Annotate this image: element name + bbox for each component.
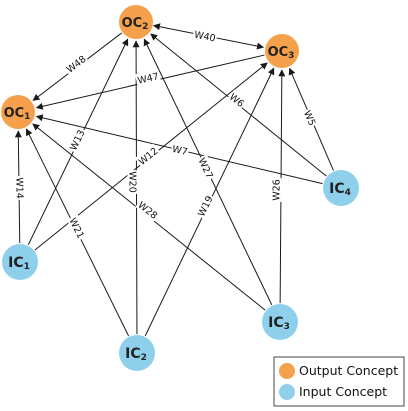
node-label: OC2 bbox=[122, 16, 149, 32]
edge-label-bg bbox=[170, 141, 190, 158]
edge-weight-w26: W26 bbox=[269, 178, 283, 202]
legend: Output Concept Input Concept bbox=[273, 356, 405, 407]
edge-label-bg bbox=[192, 27, 218, 44]
edge-weight-w28: W28 bbox=[135, 197, 162, 222]
edge-label-bg bbox=[127, 170, 140, 194]
node-ic4: IC4 bbox=[323, 170, 359, 206]
edge-weight-w40: W40 bbox=[192, 27, 218, 44]
edge-label-bg bbox=[301, 107, 320, 129]
edge-label-bg bbox=[269, 178, 282, 202]
edge-weight-w13: W13 bbox=[65, 126, 88, 154]
node-label: OC1 bbox=[4, 106, 31, 122]
edge-label-bg bbox=[135, 197, 162, 222]
edge-weight-w14: W14 bbox=[13, 176, 27, 200]
legend-output-swatch bbox=[279, 363, 295, 379]
edge-label-text: W21 bbox=[66, 216, 85, 240]
edge-weight-w5: W5 bbox=[301, 107, 320, 129]
edge-label-text: W47 bbox=[137, 71, 160, 87]
edge-weight-w12: W12 bbox=[134, 143, 161, 168]
node-label: IC4 bbox=[329, 181, 351, 198]
edge-label-text: W40 bbox=[193, 29, 216, 44]
legend-output-label: Output Concept bbox=[299, 363, 398, 378]
edge-label-bg bbox=[134, 143, 161, 168]
node-label: IC2 bbox=[125, 346, 147, 363]
edge-weight-w48: W48 bbox=[62, 51, 89, 76]
edge-weight-w47: W47 bbox=[134, 68, 161, 87]
node-label: OC3 bbox=[268, 45, 295, 61]
edge-label-text: W20 bbox=[126, 171, 137, 193]
node-oc1: OC1 bbox=[1, 95, 35, 129]
edge-label-text: W14 bbox=[13, 177, 24, 199]
node-circle bbox=[265, 34, 299, 68]
node-circle bbox=[323, 170, 359, 206]
node-circle bbox=[119, 335, 155, 371]
legend-input-swatch bbox=[279, 384, 295, 400]
edge-label-text: W6 bbox=[227, 92, 246, 110]
legend-input-label: Input Concept bbox=[299, 384, 387, 399]
node-circle bbox=[262, 304, 298, 340]
node-ic3: IC3 bbox=[262, 304, 298, 340]
edge-label-bg bbox=[66, 214, 89, 242]
edge-weight-w19: W19 bbox=[193, 192, 216, 220]
edge-label-bg bbox=[14, 176, 27, 200]
edge-label-text: W26 bbox=[271, 179, 282, 201]
node-circle bbox=[119, 5, 153, 39]
node-oc2: OC2 bbox=[119, 5, 153, 39]
edges-layer bbox=[14, 23, 334, 337]
node-ic1: IC1 bbox=[2, 244, 38, 280]
legend-box bbox=[273, 356, 405, 407]
edge-weight-w7: W7 bbox=[170, 141, 190, 158]
edge-label-bg bbox=[195, 154, 218, 182]
edge-label-text: W19 bbox=[196, 194, 215, 218]
node-circle bbox=[2, 244, 38, 280]
edge-label-text: W13 bbox=[68, 128, 87, 152]
node-circle bbox=[1, 95, 35, 129]
edge-label-bg bbox=[65, 126, 88, 154]
node-label: IC1 bbox=[8, 255, 30, 272]
edge-label-bg bbox=[226, 89, 248, 110]
node-ic2: IC2 bbox=[119, 335, 155, 371]
edge-label-bg bbox=[62, 51, 89, 76]
edge-label-bg bbox=[134, 68, 161, 87]
edge-weight-w21: W21 bbox=[66, 214, 89, 242]
node-oc3: OC3 bbox=[265, 34, 299, 68]
edge-label-text: W27 bbox=[195, 156, 214, 180]
edge-label-text: W7 bbox=[171, 144, 189, 158]
edge-label-bg bbox=[193, 192, 216, 220]
edge-weight-w20: W20 bbox=[126, 170, 140, 194]
node-label: IC3 bbox=[268, 315, 290, 332]
